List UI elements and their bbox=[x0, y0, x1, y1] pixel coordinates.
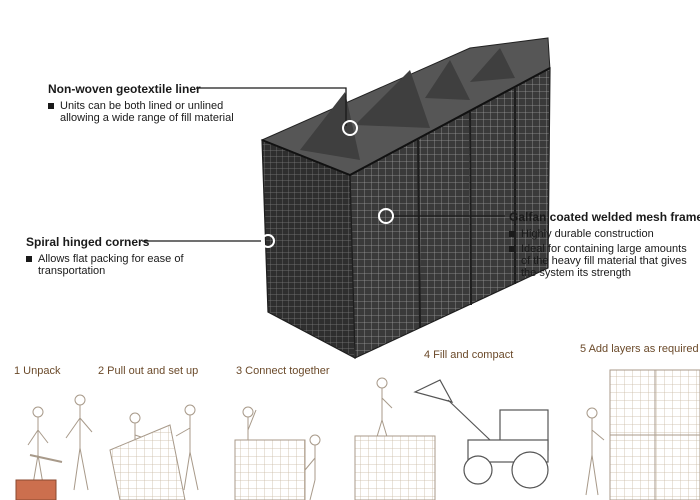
step3-figures bbox=[241, 406, 321, 500]
callout-corners: Spiral hinged corners Allows flat packin… bbox=[26, 235, 211, 280]
liner-leader-line bbox=[196, 87, 347, 126]
liner-peak bbox=[300, 92, 360, 160]
mesh-bullet-text: Highly durable construction bbox=[521, 228, 654, 240]
panel-joint bbox=[469, 111, 472, 306]
liner-marker bbox=[342, 120, 358, 136]
liner-peak bbox=[425, 60, 470, 100]
step-label-fill: 4 Fill and compact bbox=[424, 349, 514, 361]
step-label-pull-out: 2 Pull out and set up bbox=[98, 365, 199, 377]
liner-bullet-text: Units can be both lined or unlined allow… bbox=[60, 100, 234, 124]
corners-bullet: Allows flat packing for ease of transpor… bbox=[26, 253, 211, 277]
corners-bullet-list: Allows flat packing for ease of transpor… bbox=[26, 253, 211, 277]
corners-title: Spiral hinged corners bbox=[26, 235, 150, 249]
liner-title: Non-woven geotextile liner bbox=[48, 82, 201, 96]
mesh-bullet: Highly durable construction bbox=[509, 228, 694, 240]
step4-loader bbox=[413, 379, 549, 489]
callout-leaders bbox=[142, 87, 505, 248]
mesh-bullet: Ideal for containing large amounts of th… bbox=[509, 243, 694, 279]
callout-liner: Non-woven geotextile liner Units can be … bbox=[48, 82, 238, 127]
step4-worker bbox=[375, 377, 393, 441]
mesh-title: Galfan coated welded mesh frame bbox=[509, 210, 700, 224]
mesh-bullet-list: Highly durable construction Ideal for co… bbox=[509, 228, 694, 279]
callout-mesh: Galfan coated welded mesh frame Highly d… bbox=[509, 210, 700, 282]
step3-unit bbox=[234, 439, 306, 500]
corners-marker bbox=[261, 234, 275, 248]
step1-flatpack bbox=[15, 479, 57, 500]
bullet-square-icon bbox=[48, 103, 54, 109]
step5-figure bbox=[585, 407, 605, 496]
step-label-add-layers: 5 Add layers as required bbox=[580, 343, 699, 355]
panel-joint bbox=[417, 139, 421, 329]
liner-bullet-list: Units can be both lined or unlined allow… bbox=[48, 100, 238, 124]
mesh-end-face bbox=[261, 139, 356, 360]
corners-bullet-text: Allows flat packing for ease of transpor… bbox=[38, 253, 184, 277]
step1-figure bbox=[27, 394, 93, 491]
step-label-unpack: 1 Unpack bbox=[14, 365, 61, 377]
liner-peak bbox=[470, 48, 515, 82]
bullet-square-icon bbox=[509, 246, 515, 252]
liner-peak bbox=[355, 70, 430, 128]
bullet-square-icon bbox=[509, 231, 515, 237]
mesh-bullet-text: Ideal for containing large amounts of th… bbox=[521, 243, 687, 279]
top-rim bbox=[261, 67, 551, 177]
liner-bullet: Units can be both lined or unlined allow… bbox=[48, 100, 238, 124]
mesh-marker bbox=[378, 208, 394, 224]
barrier-unit bbox=[260, 37, 551, 360]
bullet-square-icon bbox=[26, 256, 32, 262]
step-label-connect: 3 Connect together bbox=[236, 365, 330, 377]
step-illustrations bbox=[15, 369, 700, 500]
step4-units bbox=[354, 435, 436, 500]
step2-unit bbox=[109, 424, 186, 500]
